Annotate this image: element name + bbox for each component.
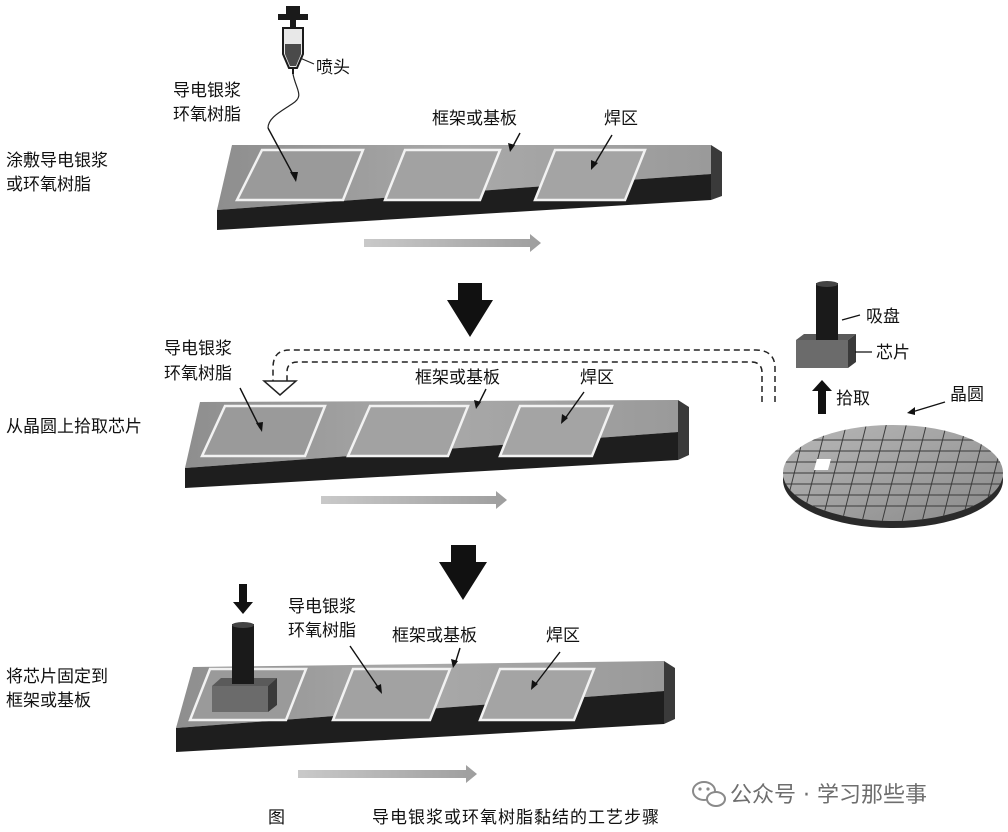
step1-side-label-1: 涂敷导电银浆 [6,151,108,171]
suction-cup-icon [816,281,838,338]
wafer-icon [783,425,1003,528]
step2-chip-label: 芯片 [876,343,910,363]
step3-side-label-1: 将芯片固定到 [6,667,108,687]
caption-title: 导电银浆或环氧树脂黏结的工艺步骤 [372,808,660,828]
step1-pad-label: 焊区 [604,109,638,129]
step-down-arrow-1 [447,283,493,337]
step1-pad-1 [234,148,365,202]
step1-side-label-2: 或环氧树脂 [6,175,91,195]
step3-pad-2 [331,667,452,722]
step3-pad-label: 焊区 [546,626,580,646]
step2-paste-label-2: 环氧树脂 [164,364,232,384]
step-down-arrow-2 [439,545,487,600]
step2-side-label: 从晶圆上拾取芯片 [6,417,142,437]
watermark-text: 公众号 · 学习那些事 [730,783,927,808]
step1-frame-label: 框架或基板 [432,109,517,129]
step2-suction-label: 吸盘 [866,307,900,327]
step3-paste-label-1: 导电银浆 [288,597,356,617]
placed-chip-icon [212,678,277,712]
step2-paste-label-1: 导电银浆 [164,339,232,359]
nozzle-icon [278,6,308,74]
step1-strip [217,145,722,230]
step3-side-label-2: 框架或基板 [6,691,91,711]
step2-frame-label: 框架或基板 [415,368,500,388]
step3-suction-cup-icon [232,622,254,684]
step2-pick-label: 拾取 [836,389,870,409]
nozzle-leader [299,57,315,65]
step2-pad-2 [346,404,470,458]
press-down-arrow [233,584,253,614]
step2-pad-3 [498,404,614,458]
step3-direction-arrow [298,765,477,783]
step2-wafer-label: 晶圆 [950,385,984,405]
wechat-icon [692,781,726,807]
transfer-arrowhead [262,380,298,396]
chip-icon [796,334,856,368]
step1-pad-3 [533,148,647,202]
step3-paste-label-2: 环氧树脂 [288,621,356,641]
step1-paste-label-2: 环氧树脂 [173,105,241,125]
step1-paste-label-1: 导电银浆 [173,81,241,101]
watermark: 公众号 · 学习那些事 [692,781,927,808]
step1-direction-arrow [364,234,541,252]
step2-pad-label: 焊区 [580,368,614,388]
step2-pad-1 [200,404,327,458]
step3-pad-3 [478,667,596,722]
step1-nozzle-label: 喷头 [316,58,350,78]
transfer-path [272,349,776,402]
pick-up-arrow [812,380,832,414]
wafer-empty-site [814,459,831,470]
step2-strip [185,400,689,488]
step2-direction-arrow [321,491,507,509]
step1-pad-2 [383,148,502,202]
dispense-line [267,73,300,129]
caption-fig: 图 [268,808,286,828]
step3-frame-label: 框架或基板 [392,626,477,646]
